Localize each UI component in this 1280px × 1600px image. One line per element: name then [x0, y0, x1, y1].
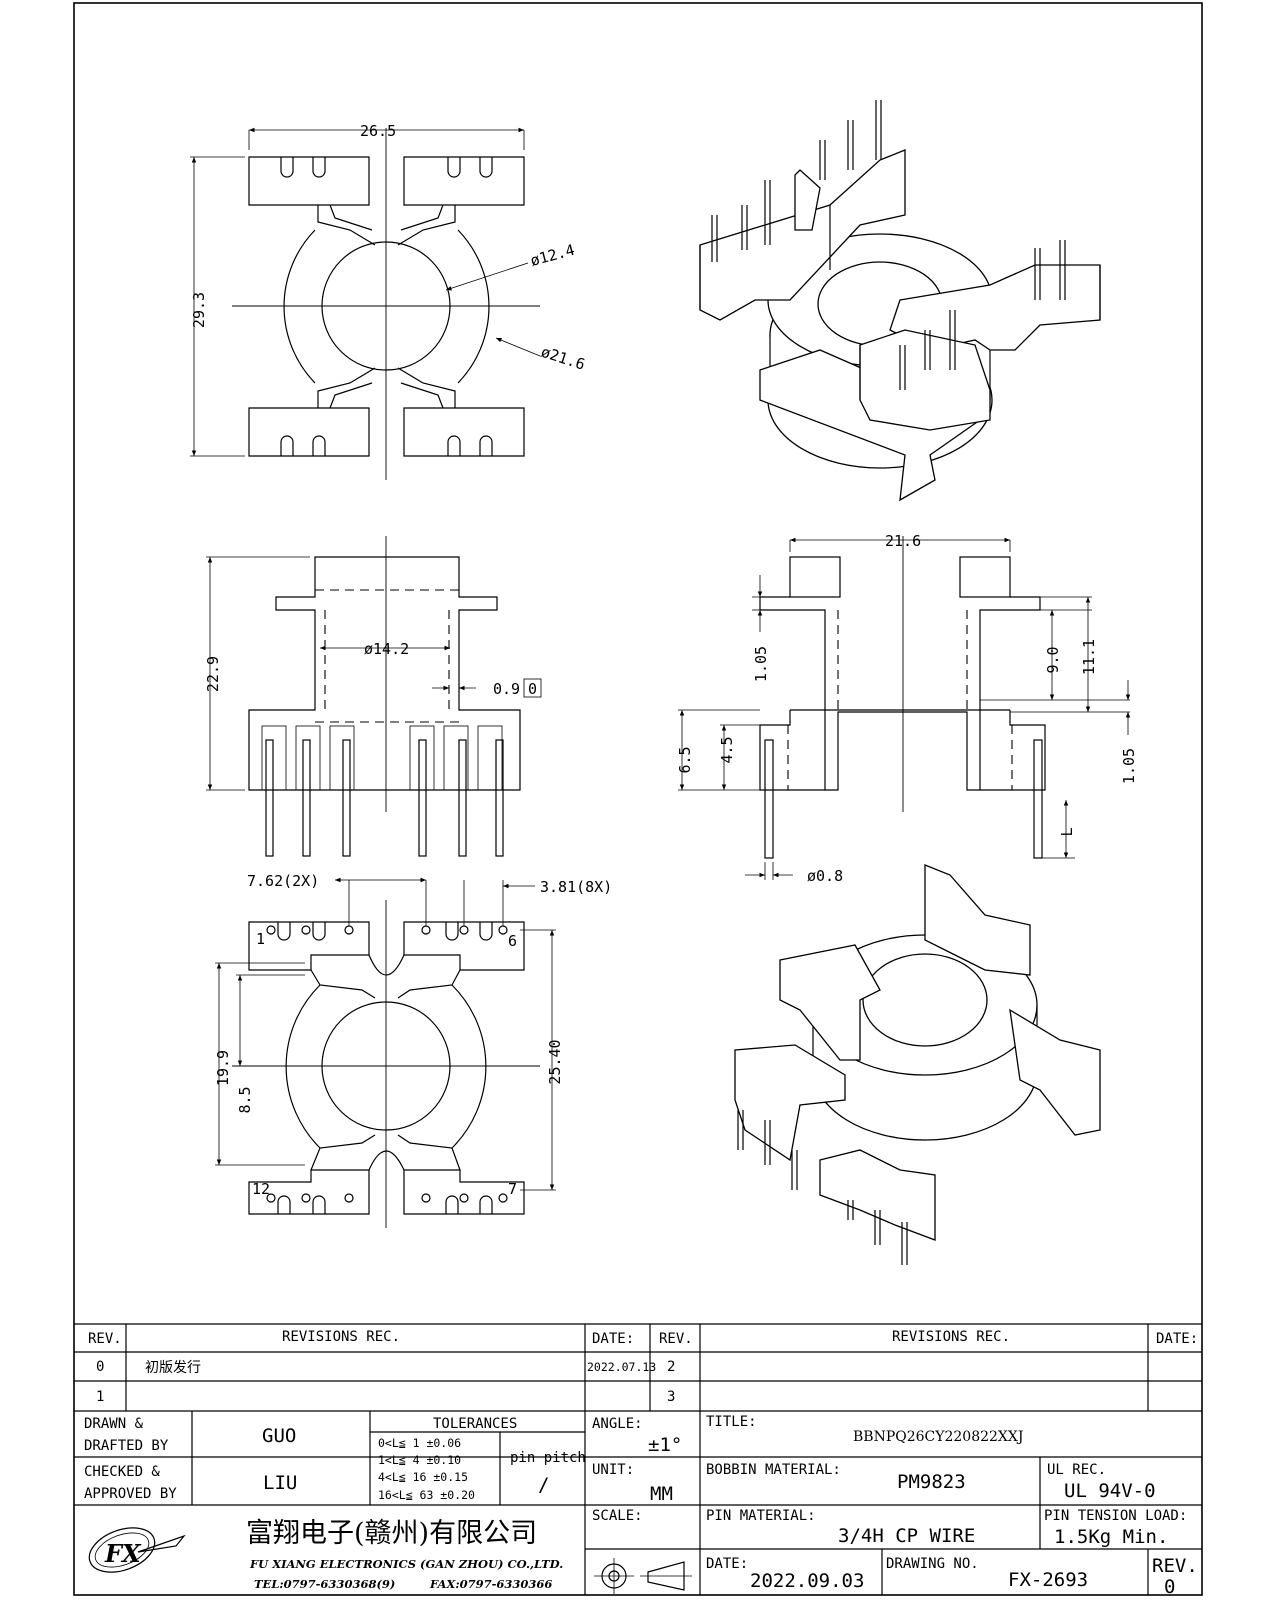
pin-label-1: 1	[256, 930, 265, 948]
pin-label-12: 12	[252, 1180, 270, 1198]
dim-side-11-1: 11.1	[1080, 639, 1098, 675]
unit-value: MM	[650, 1483, 673, 1505]
angle-value: ±1°	[648, 1434, 682, 1456]
date-label: DATE:	[706, 1556, 748, 1572]
rev-label: REV.	[1152, 1555, 1198, 1577]
tolerance-1: 0<L≦ 1 ±0.06	[378, 1436, 461, 1450]
date-value: 2022.09.03	[750, 1570, 864, 1592]
projection-symbol-icon	[594, 1558, 692, 1594]
dim-front-height: 22.9	[204, 656, 222, 692]
front-view	[206, 536, 542, 857]
drawing-no-value: FX-2693	[1008, 1569, 1088, 1591]
dim-side-1-05-top: 1.05	[752, 646, 770, 682]
drawing-no-label: DRAWING NO.	[886, 1556, 979, 1572]
bobbin-material-value: PM9823	[897, 1471, 966, 1493]
side-view	[678, 536, 1131, 880]
isometric-view-bottom	[734, 864, 1101, 1265]
ul-rec-value: UL 94V-0	[1064, 1480, 1156, 1502]
dim-pitch-762: 7.62(2X)	[247, 872, 319, 890]
pin-tension-value: 1.5Kg Min.	[1054, 1526, 1168, 1548]
drawn-value: GUO	[262, 1425, 296, 1447]
drawn-label-1: DRAWN &	[84, 1416, 144, 1432]
rev-header: REV.	[88, 1331, 122, 1347]
angle-label: ANGLE:	[592, 1416, 643, 1432]
dim-pin-dia: ø0.8	[807, 867, 843, 885]
dim-top-height: 29.3	[190, 292, 208, 328]
revision-row-1-rev2: 3	[667, 1389, 675, 1405]
fx-logo-icon: FX	[88, 1527, 186, 1573]
dim-side-6-5: 6.5	[676, 746, 694, 773]
top-view	[190, 127, 541, 480]
company-name-cn: 富翔电子(赣州)有限公司	[246, 1518, 537, 1549]
dim-wall-suffix: 0	[528, 680, 537, 698]
unit-label: UNIT:	[592, 1462, 634, 1478]
checked-value: LIU	[263, 1472, 297, 1494]
pin-tension-label: PIN TENSION LOAD:	[1044, 1508, 1187, 1524]
dim-bottom-8-5: 8.5	[236, 1086, 254, 1113]
pin-material-label: PIN MATERIAL:	[706, 1508, 816, 1524]
tolerance-2: 1<L≦ 4 ±0.10	[378, 1453, 461, 1467]
ul-rec-label: UL REC.	[1047, 1462, 1106, 1478]
logo-text: FX	[104, 1539, 142, 1568]
dim-bottom-19-9: 19.9	[214, 1050, 232, 1086]
revision-row-0-rev: 0	[96, 1359, 104, 1375]
dim-outer-dia: ø21.6	[539, 343, 588, 374]
isometric-view-top	[699, 100, 1101, 502]
title-value: BBNPQ26CY220822XXJ	[853, 1429, 1023, 1445]
rev-value: 0	[1164, 1576, 1175, 1598]
date-header: DATE:	[592, 1331, 634, 1347]
bobbin-material-label: BOBBIN MATERIAL:	[706, 1462, 841, 1478]
scale-label: SCALE:	[592, 1508, 643, 1524]
title-label: TITLE:	[706, 1414, 757, 1430]
dim-side-4-5: 4.5	[718, 736, 736, 763]
company-tel: TEL:0797-6330368(9)	[254, 1577, 395, 1591]
tolerances-label: TOLERANCES	[433, 1416, 517, 1432]
dim-side-1-05-bot: 1.05	[1120, 748, 1138, 784]
drawn-label-2: DRAFTED BY	[84, 1438, 169, 1454]
date-header-2: DATE:	[1156, 1331, 1198, 1347]
revision-row-1-rev: 1	[96, 1389, 104, 1405]
title-block: REV. REVISIONS REC. DATE: REV. REVISIONS…	[74, 1323, 1202, 1598]
dim-core-dia: ø12.4	[528, 241, 576, 270]
pin-material-value: 3/4H CP WIRE	[838, 1525, 975, 1547]
company-name-en: FU XIANG ELECTRONICS (GAN ZHOU) CO.,LTD.	[249, 1557, 563, 1571]
pin-label-7: 7	[508, 1180, 517, 1198]
tolerance-3: 4<L≦ 16 ±0.15	[378, 1470, 468, 1484]
sheet-border	[73, 2, 1203, 1596]
revisions-header: REVISIONS REC.	[282, 1329, 400, 1345]
dim-side-9-0: 9.0	[1044, 646, 1062, 673]
dim-top-width: 26.5	[360, 122, 396, 140]
checked-label-1: CHECKED &	[84, 1464, 160, 1480]
revision-row-0-rev2: 2	[667, 1359, 675, 1375]
pin-pitch-value: /	[538, 1474, 549, 1496]
revisions-header-2: REVISIONS REC.	[892, 1329, 1010, 1345]
pin-pitch-label: pin pitch	[510, 1450, 586, 1466]
dim-wall: 0.9	[493, 680, 520, 698]
checked-label-2: APPROVED BY	[84, 1486, 177, 1502]
company-fax: FAX:0797-6330366	[429, 1577, 552, 1591]
dim-front-dia: ø14.2	[364, 640, 409, 658]
dim-side-width: 21.6	[885, 532, 921, 550]
pin-label-6: 6	[508, 932, 517, 950]
dim-side-L: L	[1058, 827, 1076, 836]
revision-row-0-date: 2022.07.13	[587, 1360, 656, 1374]
dim-pitch-381: 3.81(8X)	[540, 878, 612, 896]
bottom-view	[215, 877, 556, 1228]
dim-bottom-25-40: 25.40	[546, 1039, 564, 1084]
tolerance-4: 16<L≦ 63 ±0.20	[378, 1488, 475, 1502]
revision-row-0-text: 初版发行	[145, 1359, 201, 1376]
rev-header-2: REV.	[659, 1331, 693, 1347]
